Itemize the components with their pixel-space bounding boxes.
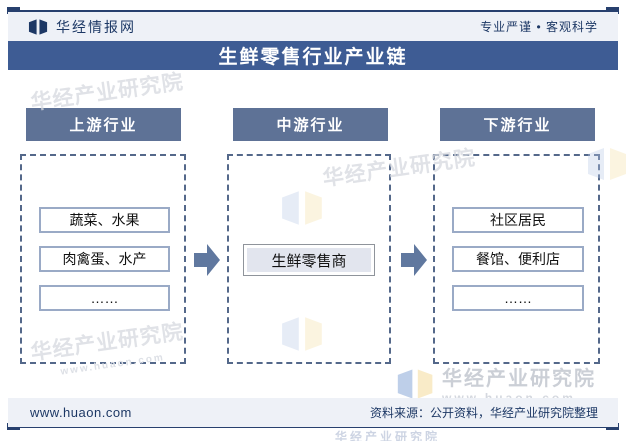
source-note: 资料来源：公开资料，华经产业研究院整理 (369, 406, 598, 420)
downstream-item-3: …… (452, 285, 584, 311)
watermark-footer-center: 华经产业研究院 (335, 430, 441, 441)
top-divider-line (8, 10, 618, 12)
column-header-downstream: 下游行业 (440, 108, 595, 141)
downstream-group-box (433, 154, 600, 364)
watermark-brand-text: 华经产业研究院 (442, 368, 596, 390)
brand-name: 华经情报网 (56, 18, 136, 35)
column-header-upstream: 上游行业 (26, 108, 181, 141)
midstream-label: 中游行业 (276, 117, 345, 134)
top-divider-right-cap (606, 7, 619, 14)
upstream-item-1: 蔬菜、水果 (39, 207, 170, 233)
page-title: 生鲜零售行业产业链 (218, 47, 408, 68)
downstream-item-2: 餐馆、便利店 (452, 246, 584, 272)
upstream-item-2: 肉禽蛋、水产 (39, 246, 170, 272)
upstream-label: 上游行业 (69, 117, 138, 134)
page-footer: www.huaon.com 资料来源：公开资料，华经产业研究院整理 (8, 398, 618, 427)
huajing-logo-icon (28, 18, 48, 35)
upstream-item-3: …… (39, 285, 170, 311)
brand: 华经情报网 (28, 17, 136, 37)
page-header: 华经情报网 专业严谨 • 客观科学 (8, 12, 618, 41)
midstream-group-box (227, 154, 391, 364)
arrow-right-icon-1 (194, 244, 220, 276)
upstream-group-box (20, 154, 186, 364)
slogan: 专业严谨 • 客观科学 (480, 20, 598, 34)
title-bar: 生鲜零售行业产业链 (8, 41, 618, 70)
downstream-label: 下游行业 (483, 117, 552, 134)
top-divider-left-cap (7, 7, 20, 14)
bottom-divider-line (8, 426, 618, 428)
downstream-item-1: 社区居民 (452, 207, 584, 233)
arrow-right-icon-2 (401, 244, 427, 276)
midstream-item-1: 生鲜零售商 (243, 244, 375, 276)
watermark-text-top-left: 华经产业研究院 (29, 70, 186, 115)
column-header-midstream: 中游行业 (233, 108, 388, 141)
website-link[interactable]: www.huaon.com (30, 405, 132, 420)
